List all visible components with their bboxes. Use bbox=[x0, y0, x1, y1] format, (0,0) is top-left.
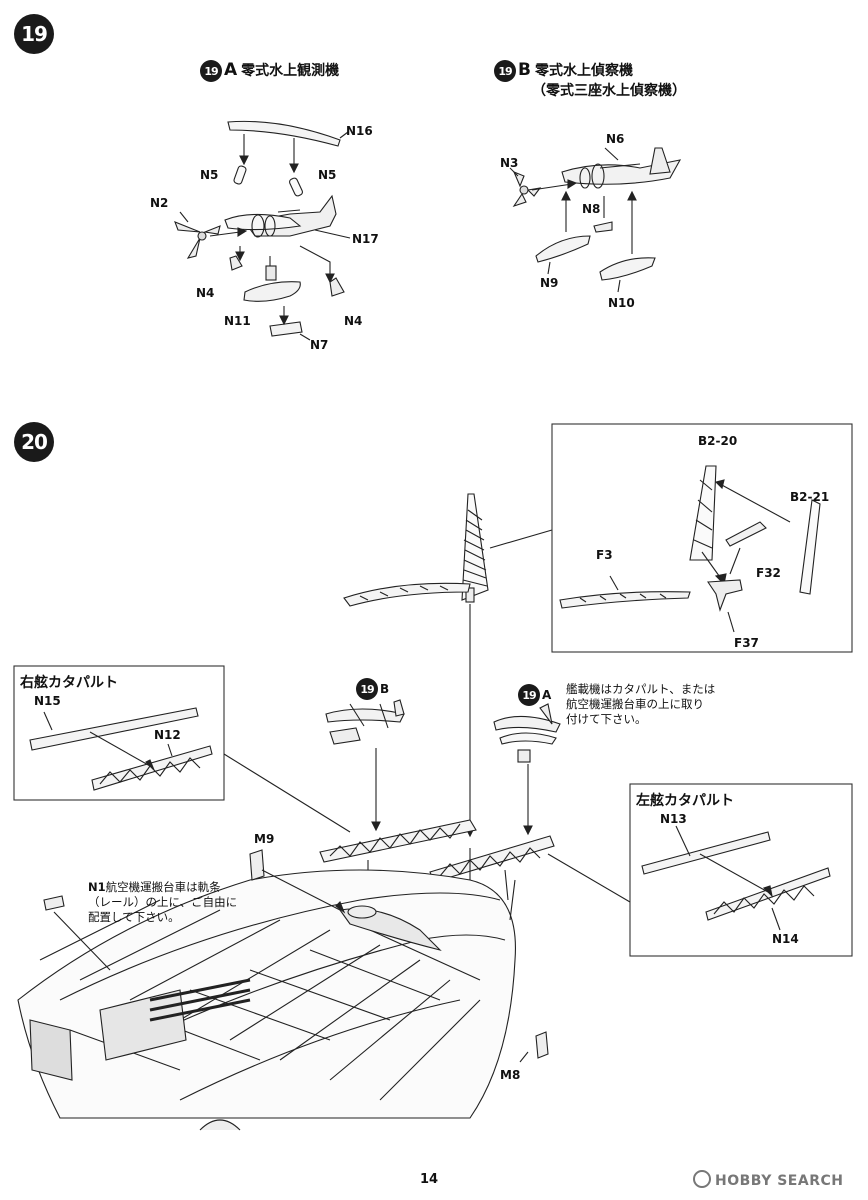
callout-19a-letter: A bbox=[542, 687, 552, 702]
part-label-n14: N14 bbox=[772, 932, 799, 946]
part-label-n11: N11 bbox=[224, 314, 251, 328]
step-19b-title: 零式水上偵察機 bbox=[534, 63, 633, 79]
part-label-n4-right: N4 bbox=[344, 314, 363, 328]
part-label-f32: F32 bbox=[756, 566, 781, 580]
n1-note-line-1: 航空機運搬台車は軌条 bbox=[105, 880, 221, 894]
watermark-logo-icon bbox=[693, 1170, 711, 1188]
step-20-badge: 20 bbox=[14, 422, 54, 462]
step-19a-title: 零式水上観測機 bbox=[241, 63, 340, 79]
aircraft-mounting-note: 艦載機はカタパルト、または 航空機運搬台車の上に取り 付けて下さい。 bbox=[566, 682, 715, 727]
part-label-b2-20: B2-20 bbox=[698, 434, 738, 448]
aircraft-note-line-2: 航空機運搬台車の上に取り bbox=[566, 697, 704, 711]
n1-part-label: N1 bbox=[88, 880, 106, 894]
part-label-n5-left: N5 bbox=[200, 168, 219, 182]
watermark-text: HOBBY SEARCH bbox=[715, 1173, 844, 1189]
part-label-n3: N3 bbox=[500, 156, 519, 170]
step-19-badge: 19 bbox=[14, 14, 54, 54]
callout-19b-letter: B bbox=[380, 681, 390, 696]
part-label-n9: N9 bbox=[540, 276, 559, 290]
part-label-n17: N17 bbox=[352, 232, 379, 246]
starboard-catapult-title: 右舷カタパルト bbox=[20, 675, 118, 691]
aircraft-note-line-3: 付けて下さい。 bbox=[566, 712, 647, 726]
part-label-n4-left: N4 bbox=[196, 286, 215, 300]
step-19a-badge: 19 bbox=[200, 60, 222, 82]
step-19b-badge: 19 bbox=[494, 60, 516, 82]
part-label-n2: N2 bbox=[150, 196, 169, 210]
part-label-f37: F37 bbox=[734, 636, 759, 650]
part-label-n10: N10 bbox=[608, 296, 635, 310]
step-19b-letter: B bbox=[518, 60, 531, 80]
aircraft-note-line-1: 艦載機はカタパルト、または bbox=[566, 682, 716, 696]
n1-cart-note: N1航空機運搬台車は軌条 （レール）の上に、ご自由に 配置して下さい。 bbox=[88, 880, 237, 925]
callout-19a-badge: 19 bbox=[518, 684, 540, 706]
part-label-n15: N15 bbox=[34, 694, 61, 708]
part-label-n5-right: N5 bbox=[318, 168, 337, 182]
step-19a-letter: A bbox=[224, 60, 238, 80]
watermark: HOBBY SEARCH bbox=[693, 1170, 843, 1189]
n1-note-line-3: 配置して下さい。 bbox=[88, 910, 180, 924]
port-catapult-title: 左舷カタパルト bbox=[636, 793, 734, 809]
part-label-n16: N16 bbox=[346, 124, 373, 138]
part-label-n7: N7 bbox=[310, 338, 329, 352]
part-label-m8: M8 bbox=[500, 1068, 521, 1082]
part-label-m9: M9 bbox=[254, 832, 275, 846]
callout-19b-badge: 19 bbox=[356, 678, 378, 700]
part-label-n8: N8 bbox=[582, 202, 601, 216]
part-label-f3: F3 bbox=[596, 548, 613, 562]
step-19b-subtitle: （零式三座水上偵察機） bbox=[532, 83, 686, 99]
part-label-b2-21: B2-21 bbox=[790, 490, 830, 504]
part-label-n13: N13 bbox=[660, 812, 687, 826]
n1-note-line-2: （レール）の上に、ご自由に bbox=[88, 895, 238, 909]
page-number: 14 bbox=[420, 1172, 439, 1187]
part-label-n6: N6 bbox=[606, 132, 625, 146]
part-label-n12: N12 bbox=[154, 728, 181, 742]
